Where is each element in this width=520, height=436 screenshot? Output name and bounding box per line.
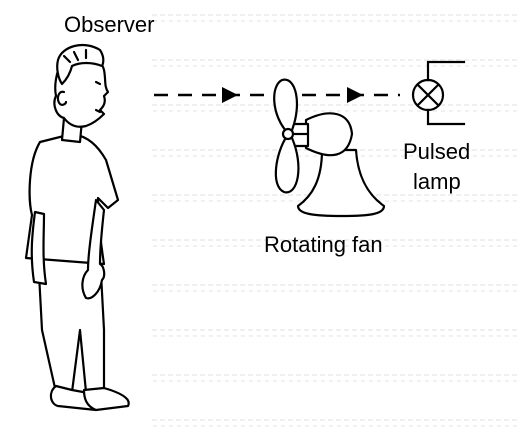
eye — [94, 80, 102, 86]
right-shoe — [82, 386, 130, 412]
hair — [56, 43, 105, 86]
lamp-cross-b — [416, 83, 440, 107]
lamp-lead-top — [426, 60, 466, 82]
arrow-right-icon — [347, 87, 363, 103]
bleed-through-texture — [150, 0, 520, 436]
fan-blade-lower — [274, 134, 300, 194]
fan-axle — [281, 127, 295, 141]
pulsed-lamp-label: Pulsed lamp — [403, 137, 470, 197]
arrow-right-icon — [222, 87, 238, 103]
fan-blade-upper — [273, 78, 299, 134]
lamp-symbol-icon — [411, 60, 466, 126]
fan-motor — [304, 112, 354, 157]
ear — [56, 90, 68, 106]
pulsed-lamp-label-line2: lamp — [413, 169, 461, 194]
observer-label: Observer — [64, 12, 155, 37]
right-arm — [81, 198, 106, 300]
desk-fan-icon — [273, 78, 386, 218]
hair-strands — [62, 48, 88, 64]
fan-stand — [296, 148, 386, 218]
rotating-fan-label: Rotating fan — [264, 232, 383, 257]
left-arm — [30, 210, 48, 286]
person-outline-icon — [24, 43, 130, 412]
pulsed-lamp-label-line1: Pulsed — [403, 139, 471, 164]
mouth — [94, 108, 102, 114]
lamp-lead-bottom — [426, 108, 466, 126]
